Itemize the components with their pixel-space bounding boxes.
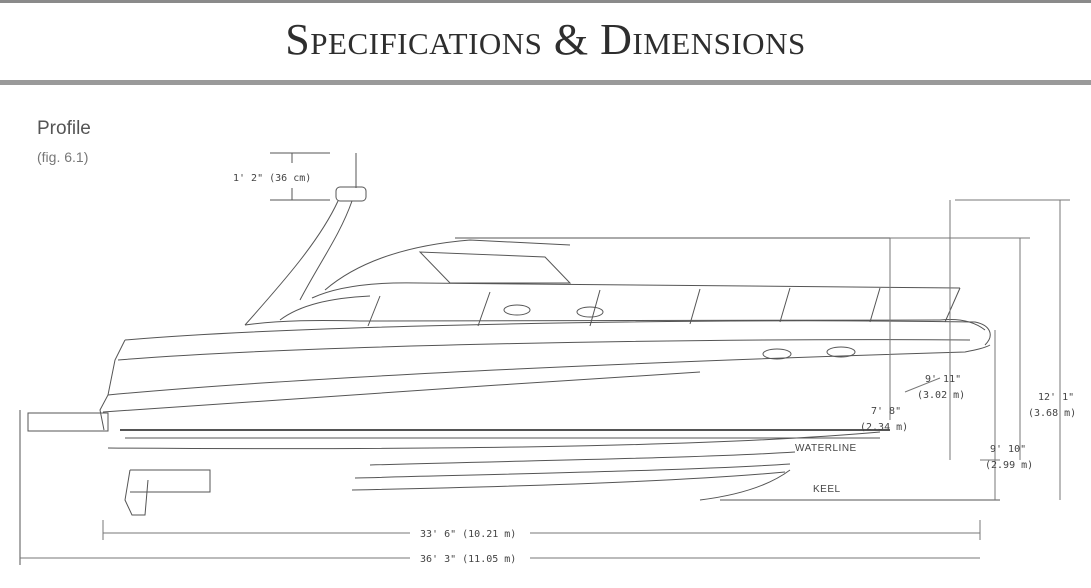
page-title: Specifications & Dimensions xyxy=(285,15,806,64)
keel-line xyxy=(699,469,1000,501)
hull-height-m: (2.99 m) xyxy=(985,460,1033,471)
draft-height-m: (2.34 m) xyxy=(860,422,908,433)
overall-height-m: (3.68 m) xyxy=(1028,408,1076,419)
overall-height-ft: 12' 1" xyxy=(1038,392,1074,403)
radar-mast xyxy=(244,152,367,326)
header-divider xyxy=(0,80,1091,85)
hull-height-ft: 9' 10" xyxy=(990,444,1026,455)
keel-label: KEEL xyxy=(813,484,841,495)
draft-height-ft: 7' 8" xyxy=(871,406,901,417)
hull xyxy=(99,319,991,431)
hardtop xyxy=(279,237,1030,327)
waterline-label: WATERLINE xyxy=(795,443,857,454)
height-above-waterline-ft: 9' 11" xyxy=(925,374,961,385)
waterline-stripes xyxy=(107,429,890,516)
section-title: Profile xyxy=(37,118,91,139)
top-rule xyxy=(0,0,1091,3)
height-above-waterline-m: (3.02 m) xyxy=(917,390,965,401)
dimension-lines xyxy=(20,199,1070,559)
hull-length-dim: 33' 6" (10.21 m) xyxy=(420,529,516,540)
figure-reference: (fig. 6.1) xyxy=(37,149,89,165)
antenna-height-dim: 1' 2" (36 cm) xyxy=(233,173,311,184)
swim-platform xyxy=(19,410,109,565)
overall-length-dim: 36' 3" (11.05 m) xyxy=(420,554,516,565)
